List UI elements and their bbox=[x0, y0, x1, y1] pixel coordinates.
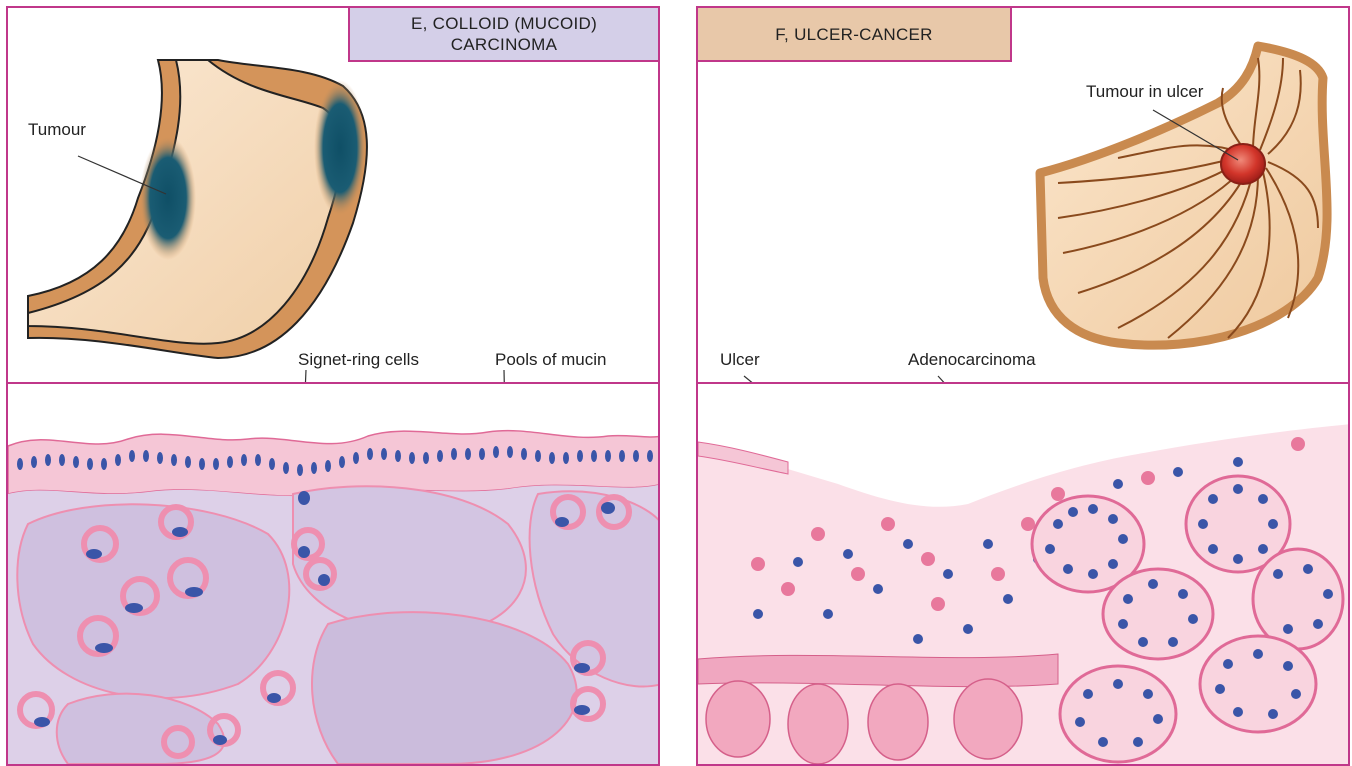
signet-leader bbox=[301, 370, 306, 382]
ulcer-tumour bbox=[1221, 144, 1265, 184]
panel-colloid-carcinoma: E, COLLOID (MUCOID) CARCINOMA T bbox=[6, 6, 660, 766]
muscle-band bbox=[698, 654, 1058, 687]
colloid-histology bbox=[8, 384, 660, 764]
panel-ulcer-cancer: F, ULCER-CANCER Tumour i bbox=[696, 6, 1350, 766]
mucin-leader bbox=[504, 370, 508, 382]
label-adenocarcinoma: Adenocarcinoma bbox=[908, 350, 1036, 370]
label-tumour-in-ulcer: Tumour in ulcer bbox=[1086, 82, 1203, 102]
ulcer-cancer-histology bbox=[698, 384, 1350, 764]
label-ulcer: Ulcer bbox=[720, 350, 760, 370]
stomach-ulcer-illustration bbox=[698, 8, 1350, 382]
stomach-colloid-illustration bbox=[8, 8, 660, 382]
label-pools-of-mucin: Pools of mucin bbox=[495, 350, 607, 370]
tumour-mass-left bbox=[140, 136, 196, 260]
label-signet-ring-cells: Signet-ring cells bbox=[298, 350, 419, 370]
label-tumour: Tumour bbox=[28, 120, 86, 140]
tumour-mass-right bbox=[314, 80, 366, 216]
